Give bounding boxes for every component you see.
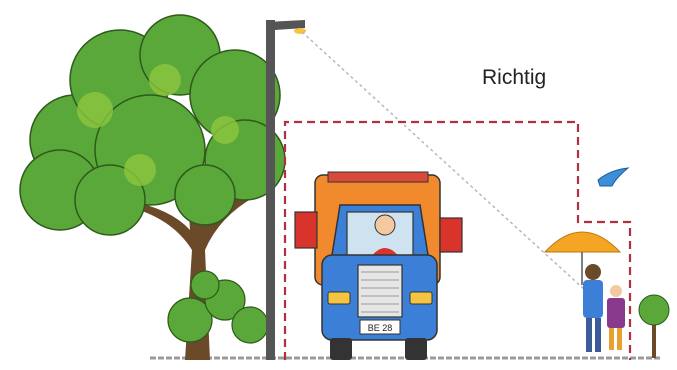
bird-icon: [598, 168, 628, 186]
small-tree: [639, 295, 669, 358]
license-plate: BE 28: [368, 323, 393, 333]
pedestrians-with-umbrella: [545, 232, 625, 352]
tree: [20, 15, 285, 360]
truck-illustration: BE 28: [295, 172, 462, 360]
